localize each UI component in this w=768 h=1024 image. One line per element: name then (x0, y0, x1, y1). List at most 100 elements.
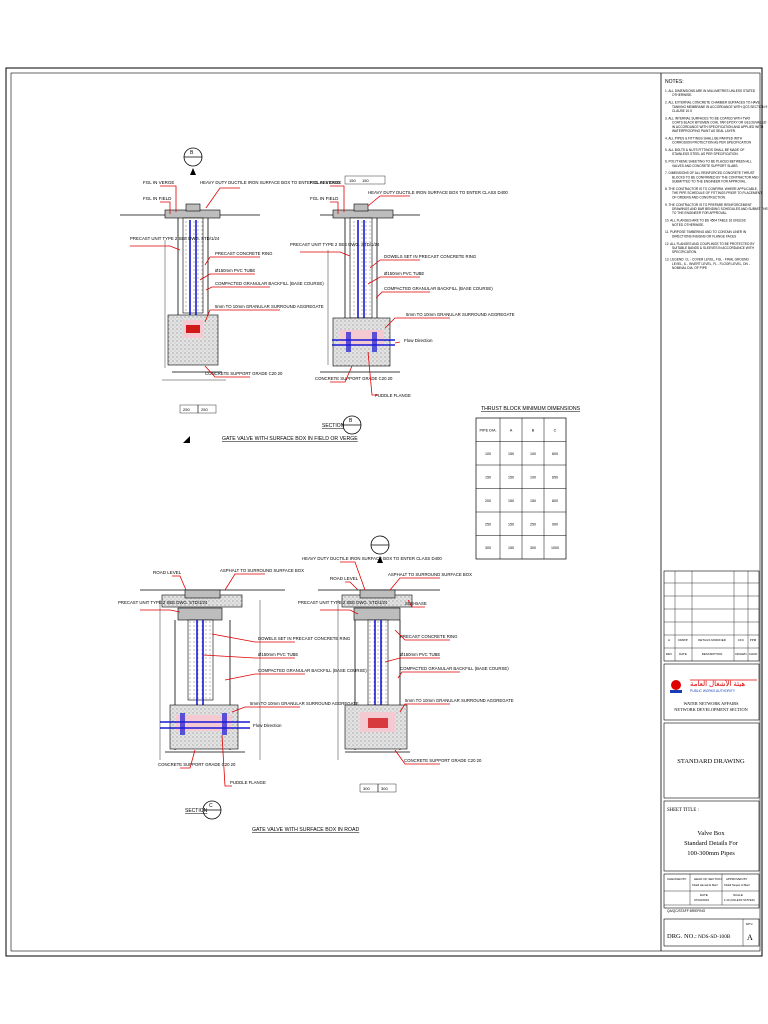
label-pvc-tube-c: Ø150mm PVC TUBE (258, 652, 298, 657)
label-concrete-support: CONCRETE SUPPORT GRADE C20 20 (205, 371, 283, 376)
thrust-table-cell: 300 (485, 546, 491, 550)
revision-cell: A (668, 638, 670, 642)
thrust-table-cell: 100 (485, 452, 491, 456)
note-item: 7. DIMENSIONS OF ALL REINFORCED CONCRETE… (665, 171, 759, 183)
label-granular-surround: 5mm TO 10mm GRANULAR SURROUND AGGREGATE (215, 304, 324, 309)
sig-checked-by: CHECKED BY (667, 877, 687, 881)
revision-header: DRAWN (735, 652, 746, 656)
label-dowels-b: DOWELS SET IN PRECAST CONCRETE RING (384, 254, 477, 259)
note-item: 9. THE CONTRACTOR IS TO PREPARE REINFORC… (665, 203, 768, 215)
sheet-title-line1: Valve Box (697, 830, 725, 837)
label-granular-surround-c: 5mm TO 10mm GRANULAR SURROUND AGGREGATE (250, 701, 359, 706)
label-compacted-backfill-c: COMPACTED GRANULAR BACKFILL (BASE COURSE… (258, 668, 367, 673)
outer-border (5, 67, 763, 957)
sig-date-value: 07/04/2016 (694, 898, 709, 902)
notes-heading: NOTES: (665, 79, 684, 85)
thrust-table-cell: 150 (485, 475, 491, 479)
label-concrete-support-c: CONCRETE SUPPORT GRADE C20 20 (158, 762, 236, 767)
thrust-table-cell: 100 (530, 475, 536, 479)
thrust-table-header: C (554, 428, 557, 432)
note-item: 5. ALL BOLTS & NUTS FITTINGS SHALL BE MA… (665, 148, 744, 156)
thrust-table-cell: 100 (530, 452, 536, 456)
label-compacted-backfill-b: COMPACTED GRANULAR BACKFILL (BASE COURSE… (384, 286, 493, 291)
sheet-title-line2: Standard Details For (684, 840, 739, 847)
drg-number: NDS-SD-100B (698, 934, 731, 940)
sig-approved-by: APPROVED BY (726, 877, 748, 881)
note-item: 6. POLYTHENE SHEETING TO BE PLACED BETWE… (665, 160, 752, 168)
drg-label: DRG. NO.: (667, 933, 697, 940)
detail-road-c: ROAD LEVEL ASPHALT TO SURROUND SURFACE B… (118, 568, 367, 833)
label-dowels-c: DOWELS SET IN PRECAST CONCRETE RING (258, 636, 351, 641)
label-granular-surround-d: 5mm TO 10mm GRANULAR SURROUND AGGREGATE (405, 698, 514, 703)
label-precast-unit-d: PRECAST UNIT TYPE 2 SEE DWG. STD/1/24 (298, 600, 388, 605)
note-item: 8. THE CONTRACTOR IS TO CONFIRM, WHERE A… (665, 187, 762, 199)
thrust-table-cell: 150 (530, 499, 536, 503)
label-asphalt-d: ASPHALT TO SURROUND SURFACE BOX (388, 572, 472, 577)
note-item: 11. PURPOSE TIMBERING AND TO CONTAIN LIN… (665, 230, 747, 238)
detail-section-b: 150 150 FGL IN VERGE FGL IN FIELD HEAVY … (290, 175, 515, 435)
label-precast-ring-d: PRECAST CONCRETE RING (400, 634, 458, 639)
label-precast-unit-c: PRECAST UNIT TYPE 2 SEE DWG. STD/1/24 (118, 600, 208, 605)
thrust-table-cell: 250 (485, 522, 491, 526)
authority-arabic: هيئة الأشغال العامة (690, 678, 745, 688)
sig-name-1: Khalid Hamad Al Marri (692, 883, 718, 887)
label-heavy-duty-box: HEAVY DUTY DUCTILE IRON SURFACE BOX TO E… (200, 180, 340, 185)
label-pvc-tube-d: Ø150mm PVC TUBE (400, 652, 440, 657)
label-concrete-support-d: CONCRETE SUPPORT GRADE C20 20 (404, 758, 482, 763)
thrust-table-cell: 150 (508, 452, 514, 456)
label-fgl-field-b: FGL IN FIELD (310, 196, 339, 201)
thrust-table-cell: 200 (485, 499, 491, 503)
notes-list: 1. ALL DIMENSIONS ARE IN MILLIMETRES UNL… (665, 89, 768, 270)
note-item: 3. ALL INTERNAL SURFACES TO BE COATED WI… (665, 116, 767, 133)
revision-cell: DMWP (678, 638, 688, 642)
thrust-table-cell: 150 (508, 475, 514, 479)
thrust-table-header: B (532, 428, 535, 432)
sig-qa: QA/QC/STAFF BRIEFING (667, 909, 706, 913)
section-b-label: SECTION (322, 423, 345, 429)
note-item: 12. ALL FLANGES AND COUPLINGS TO BE PROT… (665, 242, 755, 254)
svg-text:250: 250 (183, 407, 190, 412)
thrust-table-title: THRUST BLOCK MINIMUM DIMENSIONS (481, 406, 581, 412)
label-road-level-c: ROAD LEVEL (153, 570, 182, 575)
thrust-table-cell: 1000 (551, 546, 559, 550)
svg-text:250: 250 (201, 407, 208, 412)
label-puddle-flange-b: PUDDLE FLANGE (375, 393, 411, 398)
section-marker-letter: B (190, 150, 194, 156)
label-pvc-tube: Ø150mm PVC TUBE (215, 268, 255, 273)
note-item: 10. ALL FLANGES ARE TO BS 4504 TABLE 16 … (665, 219, 746, 227)
thrust-table-cell: 150 (508, 499, 514, 503)
section-c-letter: C (209, 803, 213, 809)
section-b-letter: B (349, 418, 353, 424)
thrust-table-cell: 150 (508, 546, 514, 550)
revision-cell: PPM (750, 638, 757, 642)
svg-text:300: 300 (381, 786, 388, 791)
label-precast-unit-b: PRECAST UNIT TYPE 2 SEE DWG. STD/1/24 (290, 242, 380, 247)
note-item: 13. LEGEND: CL - COVER LEVEL, FGL - FINA… (665, 258, 750, 270)
label-road-level-d: ROAD LEVEL (330, 576, 359, 581)
thrust-table-cell: 300 (530, 546, 536, 550)
thrust-table-cell: 150 (508, 522, 514, 526)
standard-drawing: STANDARD DRAWING (677, 758, 745, 765)
revision-cell: CFC (738, 638, 745, 642)
label-fgl-verge: FGL IN VERGE (143, 180, 174, 185)
drg-rev-label: REV. (746, 922, 753, 926)
sheet-title-line3: 100-300mm Pipes (687, 850, 735, 857)
notes-panel: NOTES: 1. ALL DIMENSIONS ARE IN MILLIMET… (665, 79, 768, 270)
title-road: GATE VALVE WITH SURFACE BOX IN ROAD (252, 827, 359, 833)
detail-road-section: 300 300 HEAVY DUTY DUCTILE IRON SURFACE … (298, 535, 514, 793)
sig-scale-label: SCALE (733, 893, 743, 897)
label-puddle-flange-c: PUDDLE FLANGE (230, 780, 266, 785)
label-precast-ring: PRECAST CONCRETE RING (215, 251, 273, 256)
label-heavy-duty-box-d: HEAVY DUTY DUCTILE IRON SURFACE BOX TO E… (302, 556, 442, 561)
thrust-table-header: A (510, 428, 513, 432)
revision-header: REV (666, 652, 672, 656)
note-item: 1. ALL DIMENSIONS ARE IN MILLIMETRES UNL… (665, 89, 756, 97)
thrust-table-header: PIPE DIA. (479, 428, 496, 432)
label-fgl-verge-b: FGL IN VERGE (310, 180, 341, 185)
note-item: 2. ALL EXTERNAL CONCRETE CHAMBER SURFACE… (665, 101, 767, 113)
svg-text:150: 150 (349, 178, 356, 183)
thrust-table-cell: 800 (552, 499, 558, 503)
label-flow-direction-c: Flow Direction (253, 723, 282, 728)
